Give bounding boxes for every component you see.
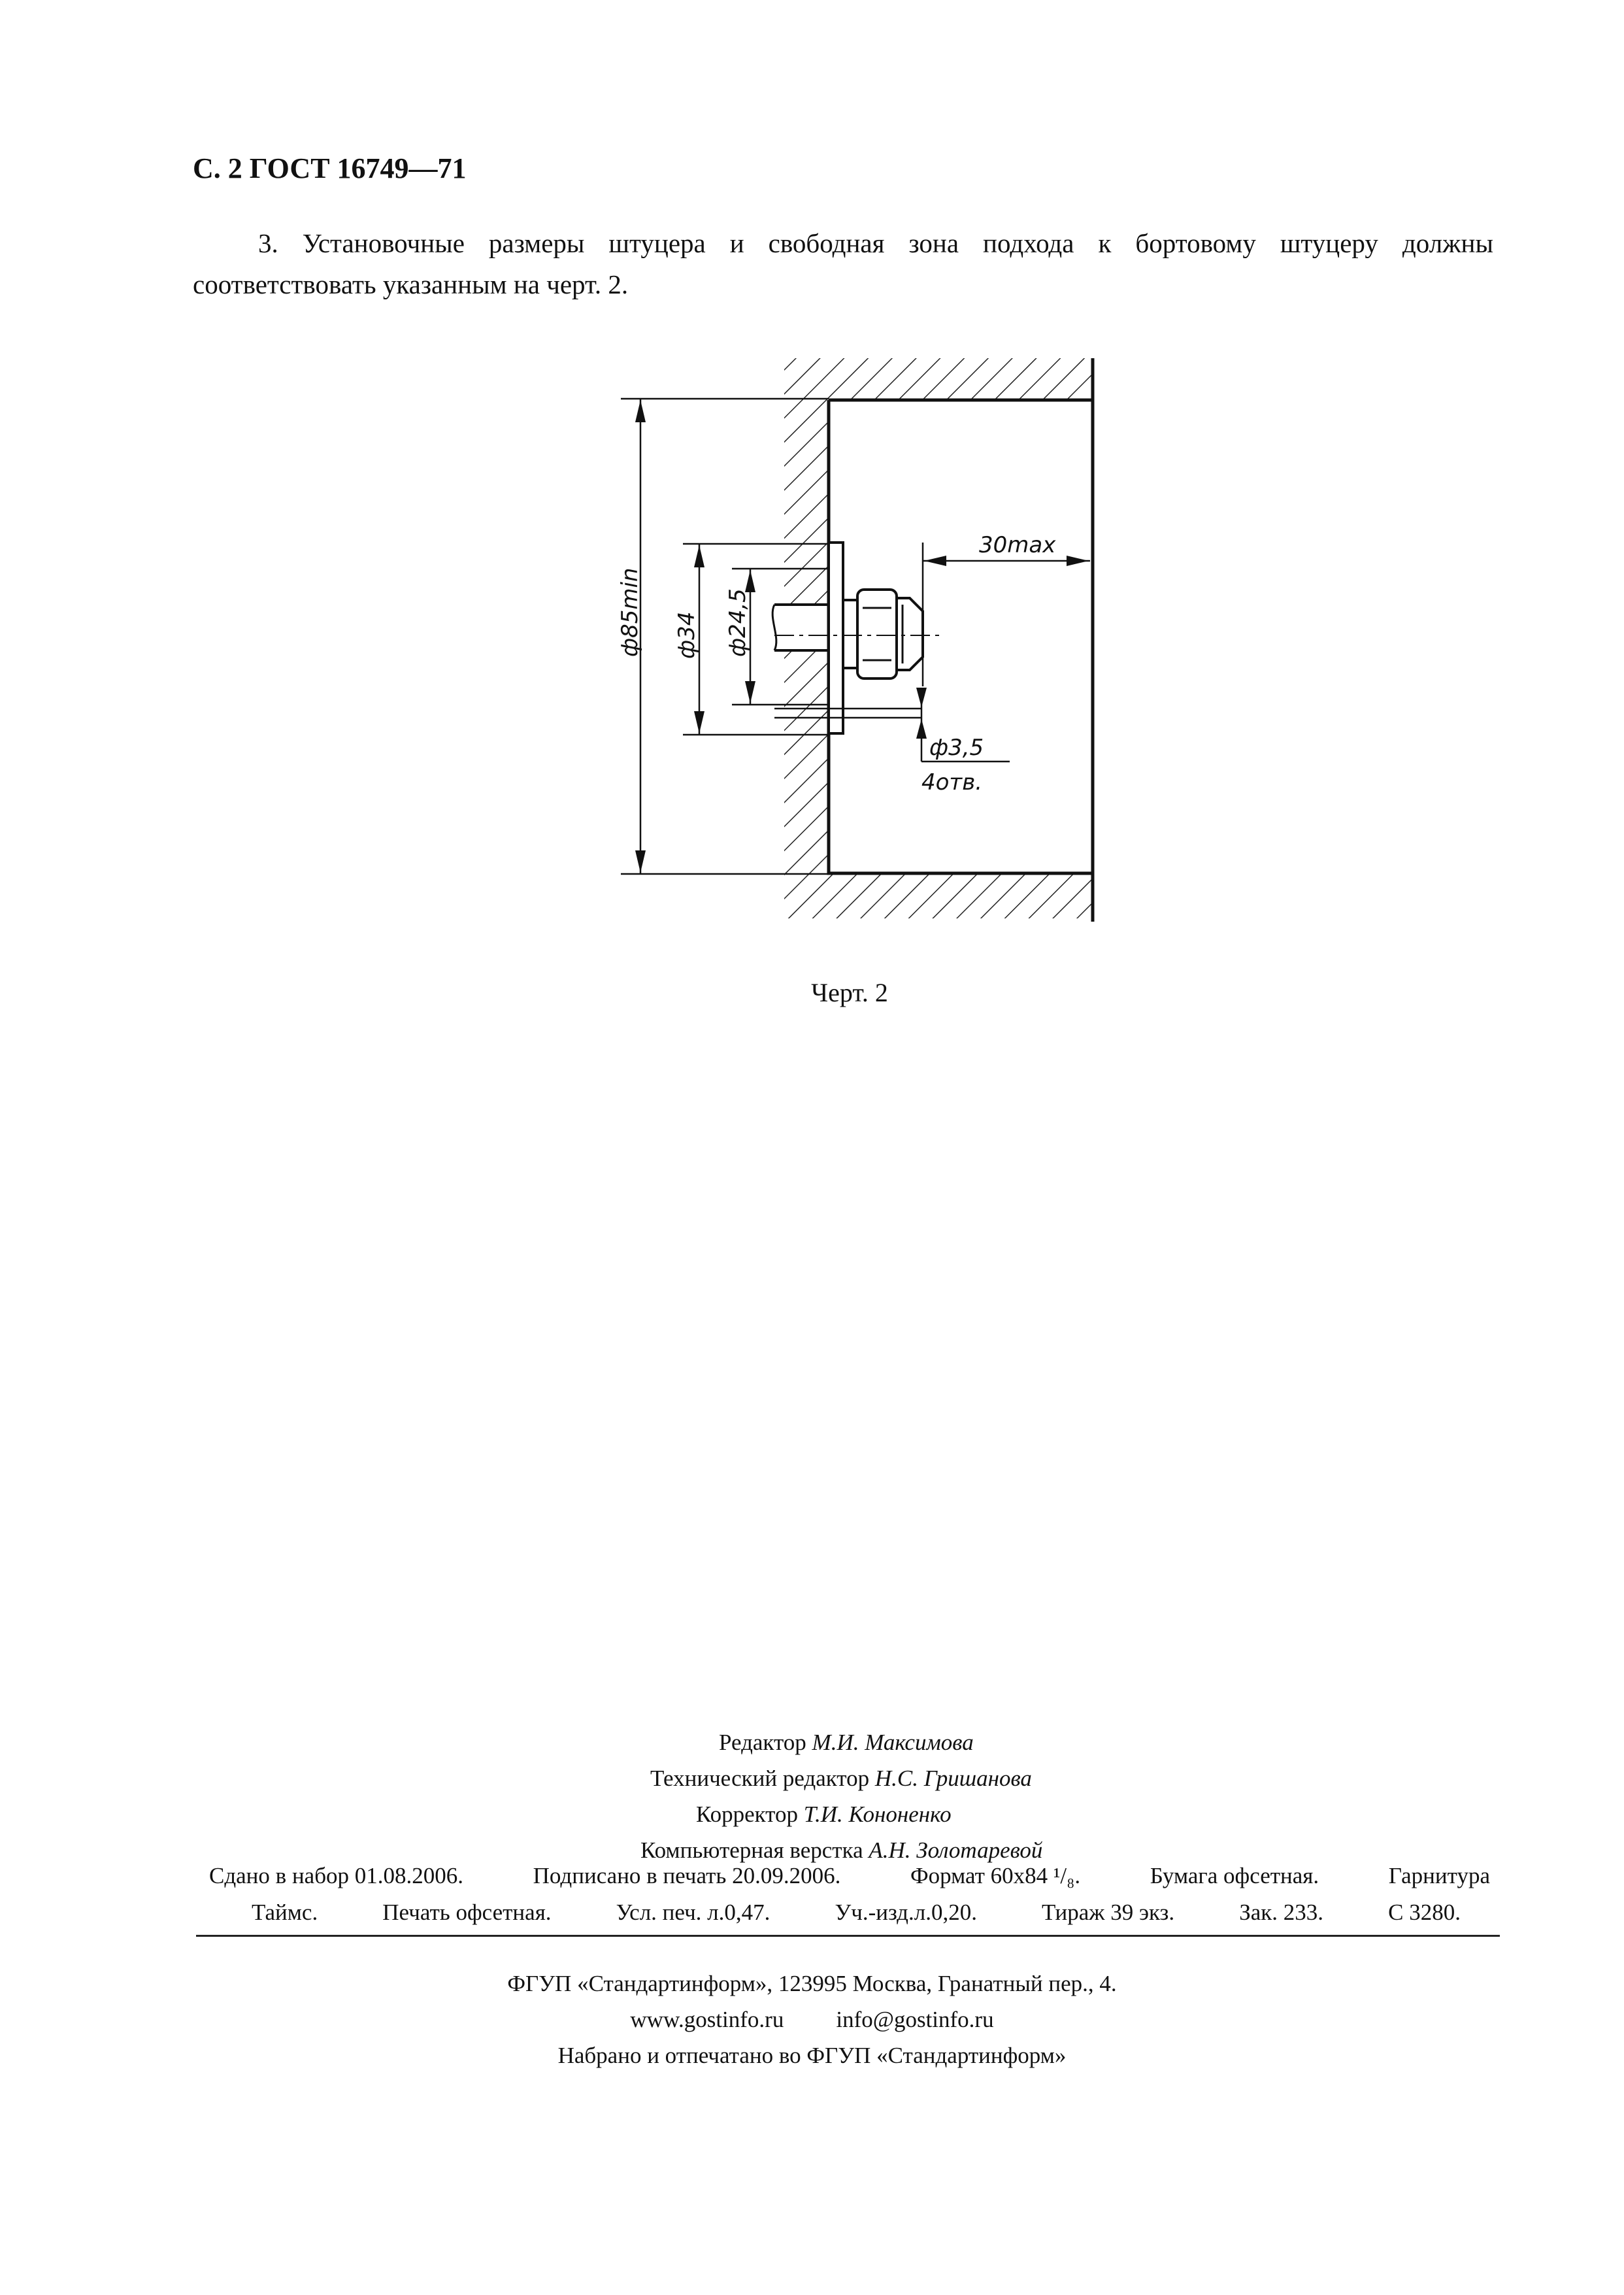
publisher-sheets: Уч.-изд.л.0,20.	[835, 1900, 977, 1925]
print-details-line-2: Таймс. Печать офсетная. Усл. печ. л.0,47…	[252, 1901, 1461, 1924]
typeface-label: Гарнитура	[1388, 1863, 1490, 1888]
corrector-line: Корректор Т.И. Кононенко	[696, 1803, 952, 1826]
dim-24-5-label: ф24,5	[725, 588, 751, 657]
submitted-date: Сдано в набор 01.08.2006.	[209, 1863, 464, 1888]
layout-line: Компьютерная верстка А.Н. Золотаревой	[640, 1839, 1042, 1862]
corrector-name: Т.И. Кононенко	[803, 1801, 952, 1827]
fitting	[771, 541, 924, 735]
editor-line: Редактор М.И. Максимова	[719, 1731, 974, 1754]
signed-date: Подписано в печать 20.09.2006.	[533, 1863, 841, 1888]
hatch-top	[784, 358, 1091, 401]
dim-30-label: 30max	[979, 532, 1056, 558]
contacts-line: www.gostinfo.ru info@gostinfo.ru	[0, 2008, 1624, 2031]
paragraph-line-1: 3. Установочные размеры штуцера и свобод…	[258, 228, 1493, 258]
print-sheets: Усл. печ. л.0,47.	[616, 1900, 771, 1925]
page-header: С. 2 ГОСТ 16749—71	[193, 152, 467, 184]
editor-name: М.И. Максимова	[812, 1730, 974, 1755]
divider	[196, 1935, 1500, 1937]
layout-role: Компьютерная верстка	[640, 1837, 863, 1863]
tech-editor-line: Технический редактор Н.С. Гришанова	[650, 1767, 1032, 1790]
dim-85-label: ф85min	[617, 568, 643, 657]
layout-name: А.Н. Золотаревой	[869, 1837, 1043, 1863]
paper: Бумага офсетная.	[1150, 1863, 1319, 1888]
drawing-caption: Черт. 2	[811, 978, 888, 1007]
hatch-bottom	[784, 873, 1091, 918]
editor-role: Редактор	[719, 1730, 806, 1755]
format: Формат 60х84 ¹/₈.	[910, 1863, 1081, 1888]
tech-editor-name: Н.С. Гришанова	[874, 1766, 1032, 1791]
website-link[interactable]: www.gostinfo.ru	[630, 2007, 784, 2032]
printed-by: Набрано и отпечатано во ФГУП «Стандартин…	[557, 2043, 1067, 2068]
code: С 3280.	[1388, 1900, 1461, 1925]
typeface: Таймс.	[252, 1900, 318, 1925]
paragraph-line-2: соответствовать указанным на черт. 2.	[193, 269, 629, 299]
corrector-role: Корректор	[696, 1801, 799, 1827]
print-type: Печать офсетная.	[382, 1900, 552, 1925]
publisher-address: ФГУП «Стандартинформ», 123995 Москва, Гр…	[507, 1971, 1117, 1996]
order-number: Зак. 233.	[1239, 1900, 1324, 1925]
print-details-line-1: Сдано в набор 01.08.2006. Подписано в пе…	[209, 1864, 1490, 1887]
holes-label: 4отв.	[921, 769, 982, 796]
dim-3-5-label: ф3,5	[929, 735, 984, 761]
dim-34-label: ф34	[674, 612, 700, 659]
technical-drawing: ф85min ф34 ф24,5 30max ф3,5 4отв.	[617, 358, 1095, 922]
email-link[interactable]: info@gostinfo.ru	[836, 2007, 994, 2032]
tech-editor-role: Технический редактор	[650, 1766, 870, 1791]
circulation: Тираж 39 экз.	[1042, 1900, 1175, 1925]
